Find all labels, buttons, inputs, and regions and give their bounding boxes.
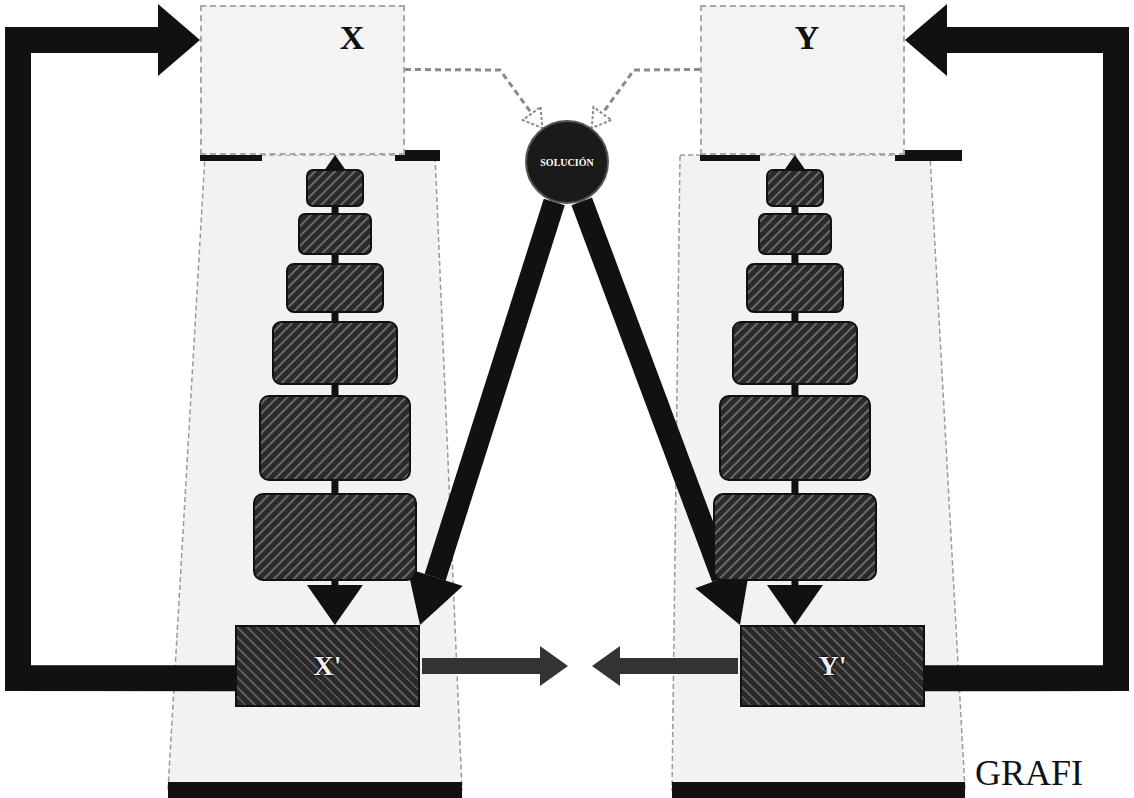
funnel-panel bbox=[168, 155, 462, 790]
converge-arrow-head bbox=[540, 646, 568, 686]
base-bar bbox=[672, 782, 965, 798]
stack-tier bbox=[767, 170, 823, 206]
stack-tier bbox=[733, 322, 857, 384]
node-label: SOLUCIÓN bbox=[540, 157, 593, 168]
stack-tier bbox=[714, 494, 876, 580]
input-box: Y bbox=[700, 5, 905, 155]
solution-circle: SOLUCIÓN bbox=[525, 120, 609, 204]
stack-tier bbox=[307, 170, 363, 206]
solution-arrow bbox=[435, 202, 554, 577]
stack-tier bbox=[299, 214, 371, 254]
tray-bar bbox=[895, 150, 962, 161]
node-label: Y bbox=[777, 19, 837, 57]
result-box: Y' bbox=[740, 625, 925, 707]
node-label: X' bbox=[314, 650, 342, 682]
base-bar bbox=[168, 782, 462, 798]
caption-fragment: GRAFI bbox=[975, 752, 1083, 794]
node-label: X bbox=[322, 19, 382, 57]
result-box: X' bbox=[235, 625, 420, 707]
solution-arrow bbox=[582, 201, 723, 578]
converge-arrow bbox=[405, 70, 532, 114]
stack-tier bbox=[254, 494, 416, 580]
tier-stack bbox=[254, 170, 416, 580]
converge-arrow-shaft bbox=[422, 658, 542, 674]
stack-tier bbox=[759, 214, 831, 254]
stack-tier bbox=[273, 322, 397, 384]
funnel-panel bbox=[672, 155, 965, 790]
converge-arrow-head bbox=[592, 646, 620, 686]
stack-tier bbox=[747, 264, 843, 312]
converge-arrow-shaft bbox=[618, 658, 738, 674]
node-label: Y' bbox=[819, 650, 847, 682]
stack-tier bbox=[287, 264, 383, 312]
feedback-bracket bbox=[925, 40, 1116, 678]
stack-tier bbox=[720, 396, 870, 480]
converge-arrow bbox=[602, 70, 700, 114]
tier-stack bbox=[714, 170, 876, 580]
stack-tier bbox=[260, 396, 410, 480]
input-box: X bbox=[200, 5, 405, 155]
